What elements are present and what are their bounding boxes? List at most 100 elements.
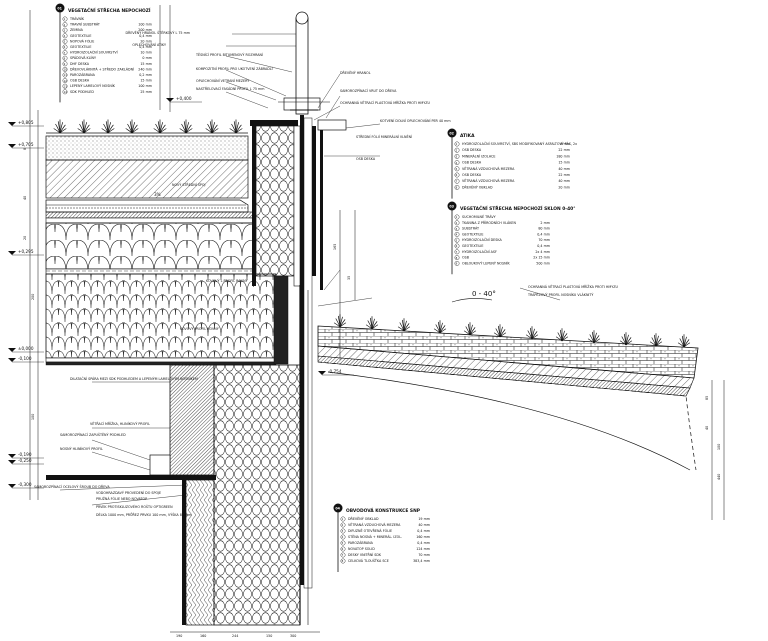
- annotation-label: DÉLKA 1000 mm, PRŮŘEZ PRVKU 100 mm, VÝŠK…: [96, 512, 191, 517]
- level-markers: +0,805+0,705+0,295±0,000-0,100-0,190-0,2…: [8, 96, 354, 489]
- layer-value: 0,4 mm: [417, 541, 430, 545]
- layer-name: CELKOVÁ TLOUŠŤKA SCE: [348, 558, 389, 563]
- layer-name: OSB: [462, 256, 470, 260]
- layer-name: ZEMINA: [70, 28, 84, 32]
- dimension-value: 100: [31, 414, 35, 420]
- level-label: +0,400: [176, 96, 192, 101]
- plant-icon: [525, 326, 539, 340]
- flat-roof-assembly: [45, 119, 277, 366]
- layer-index: 2: [64, 23, 66, 27]
- plant-icon: [365, 316, 379, 330]
- layer-index: 7: [64, 51, 66, 55]
- layer-name: NOVATOP SOLID: [348, 547, 375, 551]
- annotation-label: NOSNÝ HLINÍKOVÝ PROFIL: [60, 446, 103, 451]
- layer-name: HYDROIZOLAČNÍ SOUVRSTVÍ: [70, 50, 118, 55]
- layer-value: 15 mm: [140, 62, 152, 66]
- annotation-label: NASTŘELOVACÍ FASÁDNÍ PROFIL L 75 mm: [196, 86, 264, 91]
- annotation-label: DILATAČNÍ SPÁRA MEZI SDK PODHLEDEM A LEP…: [70, 376, 198, 381]
- layer-value: 40 mm: [418, 523, 430, 527]
- layer-name: OSB DESKA: [462, 161, 482, 165]
- layer-name: DHF DESKA: [70, 62, 90, 66]
- annotation-label: PRVEK PROTISKLUZOVÉHO ROŠTU OPTIGREEN: [96, 504, 173, 509]
- layer-value: 0,4 mm: [139, 45, 152, 49]
- layer-value: 180 mm: [556, 154, 570, 158]
- layer-name: PAROZÁBRANA: [70, 72, 96, 77]
- layer-name: PAROZÁBRANA: [348, 540, 374, 545]
- layer-index: 3: [64, 28, 66, 32]
- annotation-label: SAMOROZPÍNACÍ VRUT DO DŘEVA: [340, 88, 397, 93]
- layer-value: 10 mm: [140, 51, 152, 55]
- layer-value: 70 mm: [538, 238, 550, 242]
- sloped-green-roof: [317, 298, 699, 471]
- plant-icon: [101, 119, 115, 134]
- panel-title: ATIKA: [460, 133, 475, 139]
- annotation-label: PRUŽNÁ FÓLIE NEBO NOVATOP: [96, 496, 147, 501]
- layer-index: 6: [456, 173, 458, 177]
- layer-value: 0,4 mm: [417, 529, 430, 533]
- dimension-value: 160: [200, 634, 206, 638]
- layer-index: 1: [64, 17, 66, 21]
- annotation-label: TRAPÉZOVÝ PROFIL NOSNÍKU VLÁKNITÝ: [527, 292, 594, 297]
- layer-name: DŘEVĚNÝ OBKLAD: [462, 184, 493, 189]
- layer-name: DIFUZNĚ OTEVŘENÁ FÓLIE: [348, 528, 392, 533]
- annotation-label: SAMOROZPÍNACÍ OCELOVÝ ŠROUB DO DŘEVA: [34, 484, 110, 489]
- layer-value: 40 mm: [558, 179, 570, 183]
- dimension-value: 244: [232, 634, 238, 638]
- dimension-value: 165: [333, 244, 337, 250]
- plant-icon: [463, 322, 477, 336]
- annotation-label: KOVOVÝ L PROFIL ROVNÝ: [206, 278, 249, 283]
- layer-value: 2 mm: [540, 221, 550, 225]
- plant-icon: [53, 119, 67, 134]
- level-label: -0,250: [18, 458, 32, 463]
- annotation-label: KOTVENÍ DOLNÍ OPLECHOVÁNÍ PER 40 mm: [380, 118, 451, 123]
- annotation-label: DŘEVĚNÝ HRANOL: [340, 70, 371, 75]
- layer-value: 0 mm: [142, 56, 152, 60]
- panel-badge: 01: [55, 3, 65, 13]
- level-marker: +0,805: [8, 120, 44, 127]
- layer-value: 0,4 mm: [537, 232, 550, 236]
- plant-icon: [649, 333, 663, 347]
- annotation-label: OSB DESKA: [356, 157, 376, 161]
- layer-name: OSB DESKA: [70, 79, 90, 83]
- layer-name: SDK PODHLED: [70, 90, 94, 94]
- layer-index: 9: [456, 262, 458, 266]
- level-label: +0,705: [18, 142, 34, 147]
- novatop-solid-panel: [185, 479, 215, 626]
- layer-index: 13: [64, 84, 68, 88]
- layer-name: VĚTRANÁ VZDUCHOVÁ MEZERA: [462, 166, 515, 171]
- layer-name: MINERÁLNÍ IZOLACE: [462, 153, 495, 158]
- layer-value: 160 mm: [416, 535, 430, 539]
- layer-index: 4: [64, 34, 66, 38]
- level-label: +0,295: [18, 249, 34, 254]
- layer-value: 0,4 mm: [139, 34, 152, 38]
- slope-angle-label: 0 - 40°: [472, 290, 496, 298]
- layer-name: TKANINA Z PŘÍRODNÍCH VLÁKEN: [461, 220, 516, 225]
- layer-value: 22 mm: [558, 148, 570, 152]
- level-marker: +0,295: [8, 249, 44, 256]
- dimension-value: 440: [717, 474, 721, 480]
- layer-index: 6: [456, 244, 458, 248]
- roof-slope-label: 3%: [154, 192, 161, 197]
- railing-post: [295, 17, 309, 115]
- dimension-value: 190: [176, 634, 182, 638]
- level-marker: -0,754: [318, 369, 354, 376]
